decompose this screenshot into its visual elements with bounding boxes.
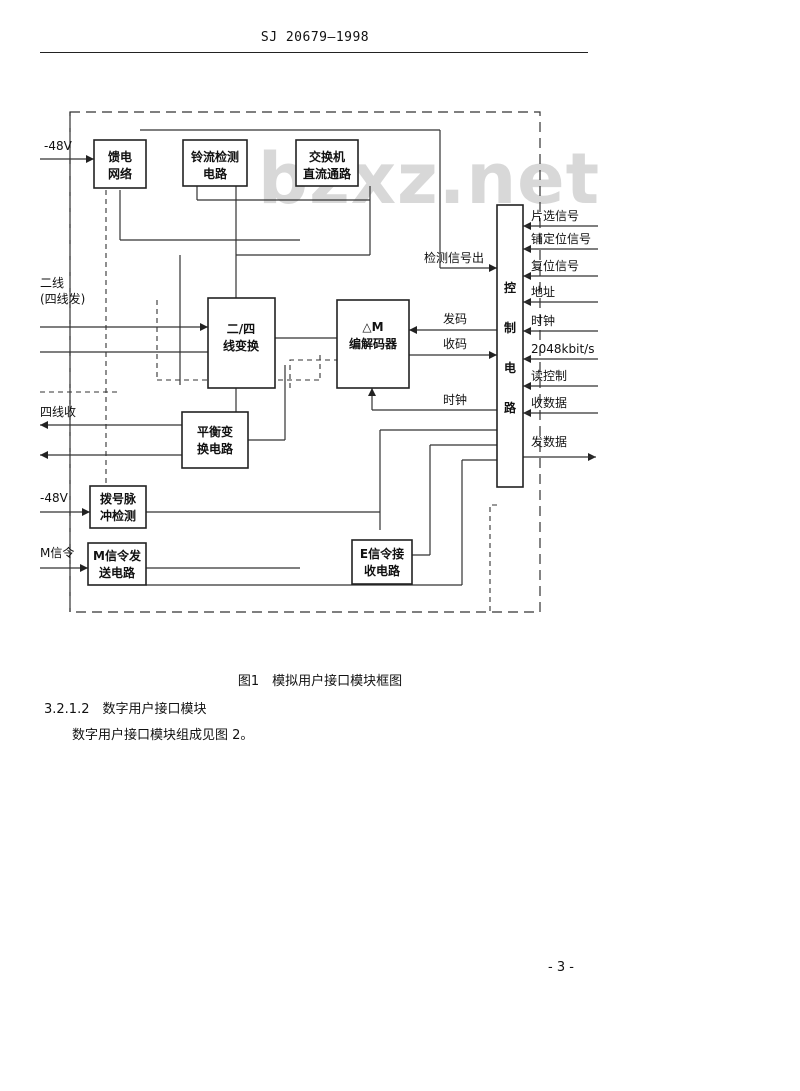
document-header: SJ 20679—1998 bbox=[260, 30, 370, 45]
svg-text:网络: 网络 bbox=[108, 166, 132, 181]
svg-text:铃流检测: 铃流检测 bbox=[191, 149, 239, 164]
svg-text:交换机: 交换机 bbox=[309, 149, 345, 164]
right-label: 发数据 bbox=[531, 434, 567, 449]
label-m-signal: M信令 bbox=[40, 545, 74, 560]
svg-text:拨号脉: 拨号脉 bbox=[100, 491, 137, 506]
svg-text:平衡变: 平衡变 bbox=[197, 424, 233, 439]
svg-text:M信令发: M信令发 bbox=[93, 548, 142, 563]
two-four-convert-block: 二/四 线变换 bbox=[207, 297, 276, 389]
dashed-wiring bbox=[40, 112, 497, 612]
page-number: - 3 - bbox=[548, 960, 574, 975]
svg-text:线变换: 线变换 bbox=[223, 338, 260, 353]
right-signal-lines bbox=[523, 225, 598, 458]
label-four-wire-recv: 四线收 bbox=[40, 405, 76, 419]
svg-text:△M: △M bbox=[362, 320, 383, 334]
label-detect-out: 检测信号出 bbox=[424, 250, 484, 265]
section-heading: 3.2.1.2 数字用户接口模块 bbox=[44, 702, 207, 717]
label-clock-inner: 时钟 bbox=[443, 392, 467, 407]
svg-text:电路: 电路 bbox=[203, 166, 228, 181]
right-label: 铺定位信号 bbox=[531, 231, 591, 246]
dial-pulse-detect-block: 拨号脉 冲检测 bbox=[89, 485, 147, 529]
right-label: 复位信号 bbox=[531, 258, 579, 273]
svg-text:冲检测: 冲检测 bbox=[100, 508, 136, 523]
label-two-wire: 二线 bbox=[40, 276, 64, 290]
label-48v-top: -48V bbox=[44, 139, 73, 153]
right-label: 地址 bbox=[531, 285, 555, 299]
ring-detect-block: 铃流检测 电路 bbox=[182, 139, 248, 187]
svg-text:电: 电 bbox=[504, 360, 516, 375]
codec-block: △M 编解码器 bbox=[336, 299, 410, 389]
svg-text:制: 制 bbox=[504, 320, 516, 335]
right-label: 读控制 bbox=[531, 369, 567, 383]
svg-text:编解码器: 编解码器 bbox=[348, 336, 398, 351]
left-arrows bbox=[40, 155, 497, 572]
figure-caption: 图1 模拟用户接口模块框图 bbox=[237, 674, 403, 689]
m-signal-send-block: M信令发 送电路 bbox=[87, 542, 147, 586]
right-label: 片选信号 bbox=[531, 209, 579, 223]
outer-frame bbox=[69, 111, 541, 613]
exchange-dc-block: 交换机 直流通路 bbox=[295, 139, 359, 187]
right-label: 时钟 bbox=[531, 313, 555, 328]
svg-text:换电路: 换电路 bbox=[197, 441, 234, 456]
balance-network-block: 平衡变 换电路 bbox=[181, 411, 249, 469]
feed-network-block: 馈电 网络 bbox=[93, 139, 147, 189]
control-circuit-block: 控 制 电 路 bbox=[496, 204, 524, 488]
label-send-code: 发码 bbox=[443, 311, 467, 326]
right-label: 收数据 bbox=[531, 395, 567, 410]
svg-text:送电路: 送电路 bbox=[98, 565, 136, 580]
svg-text:直流通路: 直流通路 bbox=[303, 166, 352, 181]
label-recv-code: 收码 bbox=[443, 337, 467, 351]
label-48v-bottom: -48V bbox=[40, 491, 69, 505]
svg-text:E信令接: E信令接 bbox=[360, 546, 404, 561]
svg-text:二/四: 二/四 bbox=[227, 322, 255, 336]
svg-text:路: 路 bbox=[504, 400, 517, 415]
label-four-wire-send: (四线发) bbox=[40, 291, 85, 306]
svg-text:馈电: 馈电 bbox=[108, 149, 132, 164]
svg-text:收电路: 收电路 bbox=[364, 563, 401, 578]
body-paragraph: 数字用户接口模块组成见图 2。 bbox=[72, 728, 254, 743]
e-signal-recv-block: E信令接 收电路 bbox=[351, 539, 413, 585]
right-label: 2048kbit/s bbox=[531, 342, 594, 356]
svg-text:控: 控 bbox=[504, 280, 516, 295]
header-rule bbox=[40, 52, 588, 53]
